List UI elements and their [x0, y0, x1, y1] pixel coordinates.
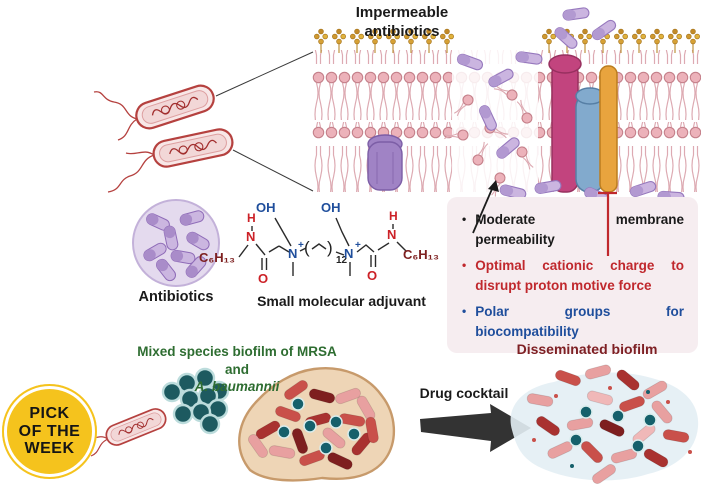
biofilm-bacterium [84, 405, 170, 457]
bullet-icon: • [462, 212, 467, 226]
antibiotics-dish [132, 199, 220, 287]
bullet-text: Polar groups for biocompatibility [475, 304, 684, 339]
badge-line-3: WEEK [24, 440, 75, 458]
chem-n-amide-left-label: N [246, 229, 256, 244]
chem-o-left-label: O [258, 271, 269, 286]
bullet-cationic-charge: • Optimal cationic charge to disrupt pro… [462, 256, 684, 295]
biofilm-caption: Mixed species biofilm of MRSA and A. bau… [128, 343, 346, 396]
biofilm-caption-line2: A. baumannii [194, 379, 280, 395]
planktonic-bacteria [93, 81, 236, 193]
badge-line-2: OF THE [18, 422, 81, 440]
chem-h-left-label: H [247, 211, 256, 225]
chem-oh-right-label: OH [321, 200, 341, 215]
chem-oh-left-label: OH [256, 200, 276, 215]
bullet-moderate-permeability: • Moderate membrane permeability [462, 210, 684, 249]
badge-line-1: PICK [29, 404, 70, 422]
drug-cocktail-label: Drug cocktail [419, 385, 509, 401]
chem-hexyl-right-label: C₆H₁₃ [403, 247, 440, 262]
chem-n-amide-right-label: N [387, 227, 397, 242]
bullet-text: Moderate membrane permeability [475, 212, 684, 247]
chem-nplus-right-label: N [344, 246, 354, 261]
chem-h-right-label: H [389, 209, 398, 223]
drug-cocktail-arrow [420, 404, 531, 452]
efflux-pump-protein [548, 54, 618, 193]
chem-paren-close: ) [327, 238, 333, 257]
mixed-biofilm-blob [238, 367, 396, 482]
bullet-icon: • [462, 304, 467, 319]
disseminated-biofilm-cells [510, 363, 699, 487]
chem-paren-open: ( [304, 238, 310, 257]
bullet-text: Optimal cationic charge to disrupt proto… [475, 258, 684, 293]
antibiotics-label: Antibiotics [138, 289, 214, 305]
bullet-icon: • [462, 258, 467, 273]
chem-hexyl-left-label: C₆H₁₃ [199, 250, 236, 265]
chem-repeat-subscript: 12 [336, 255, 348, 266]
disseminated-biofilm-label: Disseminated biofilm [516, 341, 658, 357]
zoom-lines [215, 51, 314, 192]
properties-panel: • Moderate membrane permeability • Optim… [447, 197, 698, 354]
impermeable-antibiotics-label: Impermeable antibiotics [355, 4, 449, 40]
chem-plus-right-label: + [355, 240, 361, 251]
bullet-polar-groups: • Polar groups for biocompatibility [462, 302, 684, 341]
biofilm-caption-line1: Mixed species biofilm of MRSA and [137, 344, 337, 377]
chem-o-right-label: O [367, 268, 378, 283]
chem-plus-left-label: + [298, 240, 304, 251]
chem-nplus-left-label: N [288, 246, 298, 261]
adjuvant-label: Small molecular adjuvant [257, 293, 426, 309]
channel-protein [367, 134, 403, 191]
pick-of-the-week-badge: PICK OF THE WEEK [2, 384, 97, 479]
adjuvant-structure-bonds [238, 217, 407, 276]
